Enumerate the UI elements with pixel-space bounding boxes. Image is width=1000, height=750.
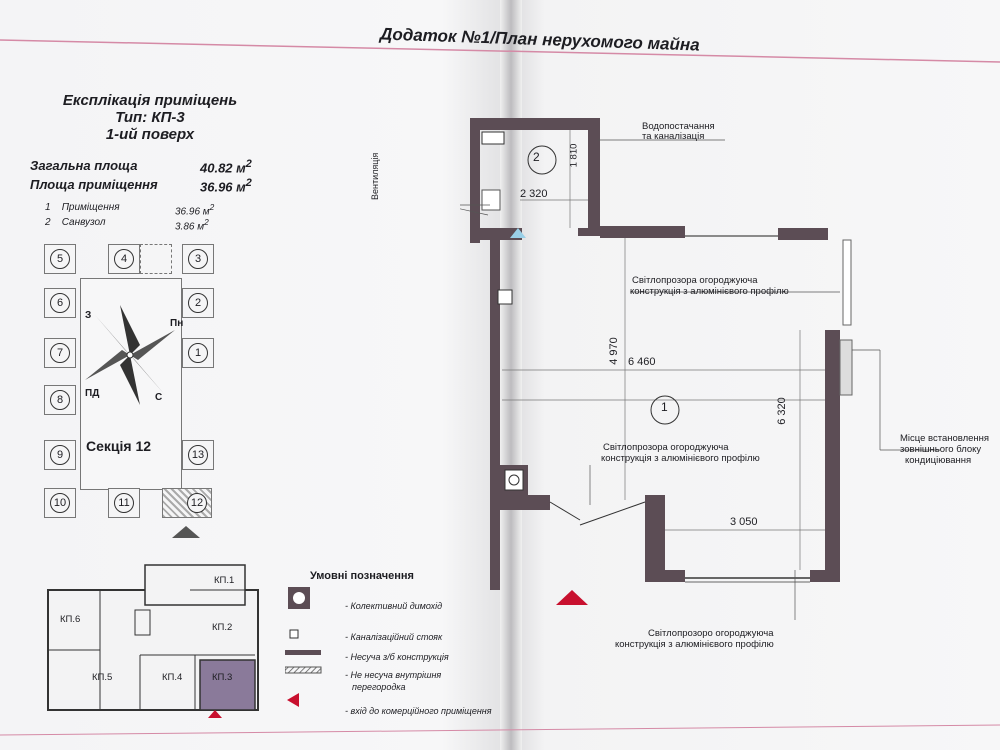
section-gap bbox=[140, 244, 172, 274]
room-row-1: 1 Приміщення bbox=[45, 202, 120, 213]
key-plan bbox=[47, 564, 259, 718]
unit-type: Тип: КП-3 bbox=[115, 109, 185, 126]
section-11: 11 bbox=[114, 493, 134, 513]
entry-triangle-icon bbox=[172, 526, 200, 538]
dim-6460: 6 460 bbox=[628, 356, 656, 368]
room-row-2-area: 3.86 м2 bbox=[175, 217, 209, 233]
explication-block: Експлікація приміщень Тип: КП-3 1-ий пов… bbox=[35, 92, 265, 143]
note-glass-top-2: конструкція з алюмінієвого профілю bbox=[630, 286, 789, 297]
legend-sewer: - Каналізаційний стояк bbox=[345, 632, 443, 642]
total-area-label: Загальна площа bbox=[30, 158, 138, 173]
keyplan-kp5: КП.5 bbox=[92, 672, 113, 683]
note-glass-bot-2: конструкція з алюмінієвого профілю bbox=[615, 639, 774, 650]
note-vent: Вентиляція bbox=[370, 152, 380, 200]
dim-1810: 1 810 bbox=[568, 143, 580, 168]
section-9: 9 bbox=[50, 445, 70, 465]
total-area-value: 40.82 м2 bbox=[200, 158, 252, 176]
dim-2320: 2 320 bbox=[520, 188, 548, 200]
legend-chimney: - Колективний димохід bbox=[345, 601, 443, 611]
note-water-2: та каналізація bbox=[642, 131, 705, 142]
note-ac-2: зовнішнього блоку bbox=[900, 444, 982, 455]
section-3: 3 bbox=[188, 249, 208, 269]
keyplan-kp3: КП.3 bbox=[212, 672, 233, 683]
room-2-label: 2 bbox=[533, 150, 540, 164]
section-8: 8 bbox=[50, 390, 70, 410]
keyplan-kp2: КП.2 bbox=[212, 622, 233, 633]
compass-w: З bbox=[85, 310, 92, 321]
legend-partition: - Не несуча внутрішня bbox=[345, 670, 442, 680]
dim-6320: 6 320 bbox=[775, 397, 788, 425]
legend-bearing: - Несуча з/б конструкція bbox=[345, 652, 449, 662]
note-glass-mid: Світлопрозора огороджуюча bbox=[603, 442, 729, 453]
note-glass-top: Світлопрозора огороджуюча bbox=[632, 275, 758, 286]
keyplan-kp1: КП.1 bbox=[214, 575, 235, 586]
legend-symbols bbox=[285, 587, 322, 707]
room-area-label: Площа приміщення bbox=[30, 177, 158, 192]
note-glass-bot: Світлопрозоро огороджуюча bbox=[648, 628, 774, 639]
room-row-1-area: 36.96 м2 bbox=[175, 202, 215, 218]
dim-4970: 4 970 bbox=[607, 337, 620, 365]
note-water: Водопостачання bbox=[642, 121, 715, 132]
section-12: 12 bbox=[187, 493, 207, 513]
legend-title: Умовні позначення bbox=[310, 570, 414, 582]
compass-n: Пн bbox=[170, 318, 184, 329]
binding-spine bbox=[500, 0, 522, 750]
legend-partition-2: перегородка bbox=[352, 682, 406, 692]
section-2: 2 bbox=[188, 293, 208, 313]
section-1: 1 bbox=[188, 343, 208, 363]
section-diagram: 5 4 3 6 2 7 1 8 9 13 10 11 12 Секція 12 … bbox=[40, 240, 215, 520]
section-7: 7 bbox=[50, 343, 70, 363]
keyplan-kp6: КП.6 bbox=[60, 614, 81, 625]
note-ac-3: кондиціювання bbox=[905, 455, 972, 466]
section-label: Секція 12 bbox=[86, 438, 152, 454]
keyplan-kp4: КП.4 bbox=[162, 672, 183, 683]
room-1-label: 1 bbox=[661, 400, 668, 414]
compass-rose-icon bbox=[85, 305, 175, 405]
note-glass-mid-2: конструкція з алюмінієвого профілю bbox=[601, 453, 760, 464]
section-4: 4 bbox=[114, 249, 134, 269]
compass-sw: ПД bbox=[85, 388, 100, 399]
floor-label: 1-ий поверх bbox=[105, 126, 195, 143]
section-10: 10 bbox=[50, 493, 70, 513]
compass-s: С bbox=[155, 392, 163, 403]
legend-entry: - вхід до комерційного приміщення bbox=[345, 706, 492, 716]
room-area-value: 36.96 м2 bbox=[200, 177, 252, 195]
explication-heading: Експлікація приміщень bbox=[62, 92, 238, 109]
section-6: 6 bbox=[50, 293, 70, 313]
section-13: 13 bbox=[188, 445, 208, 465]
room-row-2: 2 Санвузол bbox=[45, 217, 106, 228]
dim-3050: 3 050 bbox=[730, 516, 758, 528]
note-ac: Місце встановлення bbox=[900, 433, 990, 444]
floor-plan bbox=[460, 118, 940, 620]
section-5: 5 bbox=[50, 249, 70, 269]
